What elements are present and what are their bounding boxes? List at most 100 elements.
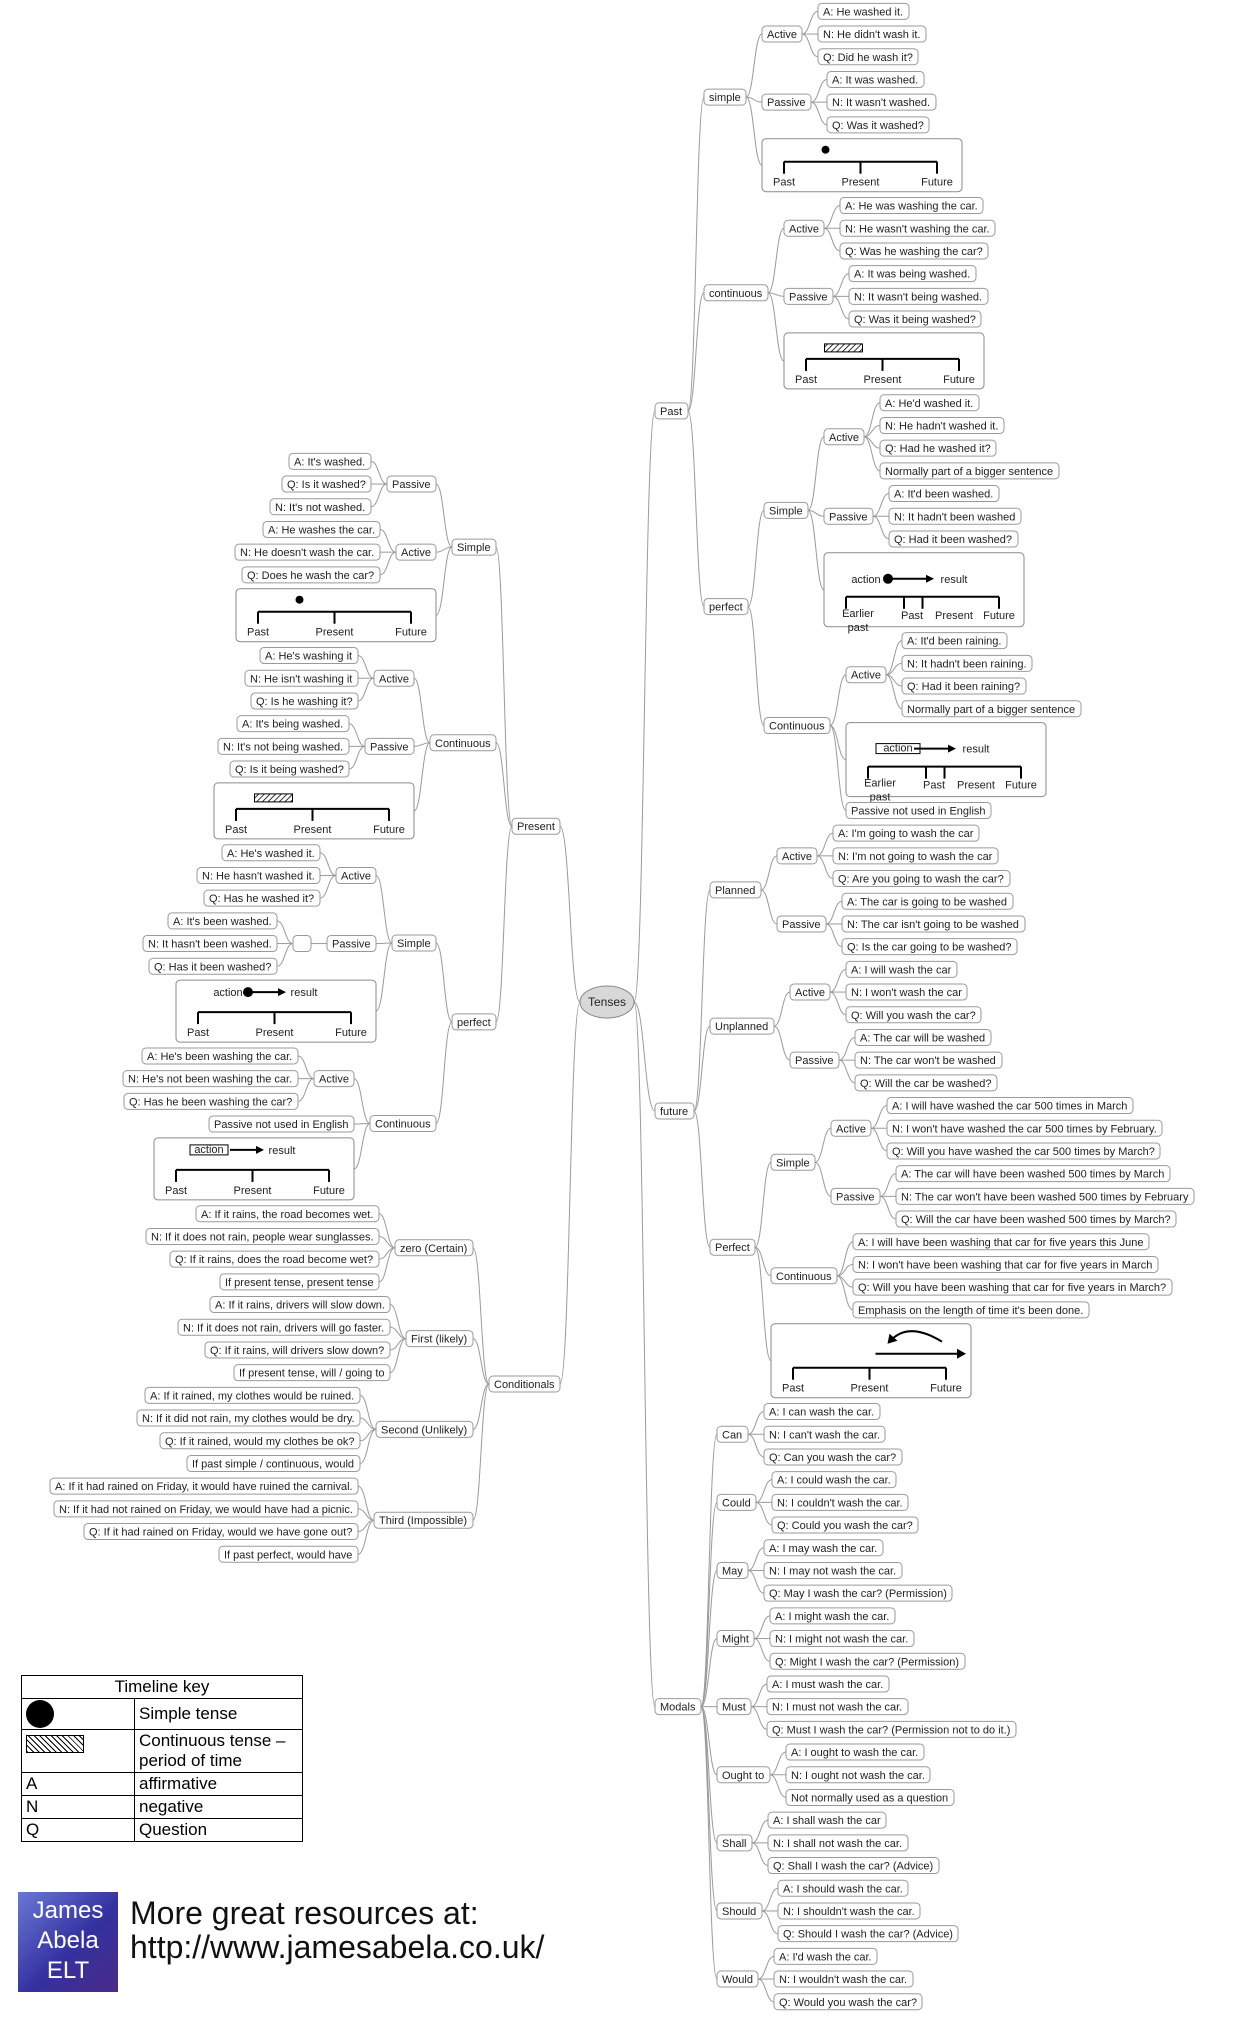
logo-line: ELT — [46, 1957, 90, 1984]
node-n-the-car-won-t-be-washed: N: The car won't be washed — [854, 1051, 1003, 1069]
connector — [879, 1173, 897, 1197]
node-label: Unplanned — [715, 1021, 768, 1033]
node-box — [262, 520, 381, 538]
node-box — [763, 1425, 886, 1443]
node-box — [221, 844, 321, 862]
node-a-the-car-will-be-washed: A: The car will be washed — [854, 1028, 992, 1046]
node-a-he-washed-it: A: He washed it. — [817, 2, 910, 20]
node-a-he-s-washed-it: A: He's washed it. — [221, 844, 321, 862]
connector — [754, 1246, 772, 1277]
node-label: Q: Had he washed it? — [885, 443, 991, 455]
connector — [687, 96, 705, 412]
connector — [378, 1213, 396, 1249]
node-label: Passive — [370, 741, 409, 753]
connector — [413, 742, 431, 747]
node-box — [229, 760, 350, 778]
node-label: A: I'd wash the car. — [779, 1951, 872, 1963]
node-q-was-it-washed: Q: Was it washed? — [826, 116, 930, 134]
node-label: Q: Had it been raining? — [907, 681, 1020, 693]
node-label: Q: If it had rained on Friday, would we … — [89, 1527, 352, 1539]
node-label: Would — [722, 1974, 753, 1986]
connector — [801, 10, 819, 35]
node-box — [830, 1187, 881, 1205]
node-label: N: I won't have been washing that car fo… — [858, 1259, 1152, 1271]
node-box — [186, 1454, 361, 1472]
node-n-the-car-isn-t-going-to-be-washed: N: The car isn't going to be washed — [841, 915, 1026, 933]
node-box — [244, 669, 359, 687]
root-label: Tenses — [588, 995, 626, 1009]
node-label: N: The car won't have been washed 500 ti… — [901, 1191, 1189, 1203]
node-n-he-hasn-t-washed-it: N: He hasn't washed it. — [196, 866, 321, 884]
node-label: Active — [836, 1123, 866, 1135]
node-label: First (likely) — [411, 1334, 467, 1346]
node-label: A: He's been washing the car. — [147, 1051, 292, 1063]
node-active: Active — [823, 428, 865, 446]
node-a-it-was-washed: A: It was washed. — [826, 70, 925, 88]
node-label: Continuous — [435, 738, 491, 750]
connector — [832, 273, 850, 297]
node-label: N: The car isn't going to be washed — [847, 919, 1019, 931]
connector — [495, 742, 513, 827]
connector — [838, 1036, 856, 1061]
node-label: Shall — [722, 1838, 746, 1850]
connector — [348, 745, 366, 770]
node-q-if-it-rained-would-my-clothes-be-ok: Q: If it rained, would my clothes be ok? — [159, 1432, 361, 1450]
node-label: Passive — [392, 479, 431, 491]
node-box — [879, 462, 1060, 480]
node-a-he-washes-the-car: A: He washes the car. — [262, 520, 381, 538]
node-continuous: continuous — [703, 284, 769, 302]
connector — [633, 410, 656, 1003]
node-box — [83, 1523, 359, 1541]
node-a-he-was-washing-the-car: A: He was washing the car. — [839, 197, 984, 215]
connector — [863, 424, 881, 438]
connector — [435, 1021, 453, 1124]
node-label: Simple — [769, 505, 803, 517]
node-label: Planned — [715, 885, 755, 897]
node-label: N: I might not wash the car. — [775, 1634, 908, 1646]
node-might: Might — [716, 1630, 755, 1648]
node-box — [783, 219, 825, 237]
node-passive-not-used-in-english: Passive not used in English — [845, 801, 992, 819]
james-abela-logo[interactable]: James Abela ELT — [18, 1892, 118, 1992]
node-active: Active — [373, 669, 415, 687]
node-a-it-s-being-washed: A: It's being washed. — [236, 715, 350, 733]
connector — [769, 1774, 787, 1798]
connector — [836, 1263, 854, 1277]
hatch-icon — [26, 1735, 84, 1753]
node-n-if-it-did-not-rain-my-clothes-would-be-dry: N: If it did not rain, my clothes would … — [136, 1409, 361, 1427]
node-label: perfect — [457, 1017, 491, 1029]
node-box — [209, 1296, 391, 1314]
node-label: Passive — [789, 291, 828, 303]
node-box — [391, 934, 437, 952]
node-n-i-may-not-wash-the-car: N: I may not wash the car. — [763, 1561, 903, 1579]
node-label: A: I might wash the car. — [775, 1611, 889, 1623]
key-symbol: A — [21, 1772, 135, 1796]
node-label: Emphasis on the length of time it's been… — [858, 1305, 1083, 1317]
connectors — [276, 10, 903, 2003]
node-n-it-hadn-t-been-raining: N: It hadn't been raining. — [901, 654, 1033, 672]
timeline-future-label: Future — [930, 1383, 962, 1395]
node-label: Passive — [829, 511, 868, 523]
node-active: Active — [313, 1070, 355, 1088]
node-q-if-it-had-rained-on-friday-would-we-have-gone-out: Q: If it had rained on Friday, would we … — [83, 1523, 359, 1541]
node-n-if-it-does-not-rain-people-wear-sunglasses: N: If it does not rain, people wear sung… — [145, 1227, 380, 1245]
connector — [814, 1161, 832, 1197]
node-label: Passive — [782, 919, 821, 931]
connector — [357, 655, 375, 679]
node-q-was-he-washing-the-car: Q: Was he washing the car? — [839, 242, 989, 260]
timeline-key: Timeline key Simple tense Continuous ten… — [21, 1675, 303, 1842]
connector — [745, 96, 763, 103]
website-link[interactable]: http://www.jamesabela.co.uk/ — [130, 1929, 545, 1965]
node-label: If past simple / continuous, would — [192, 1458, 354, 1470]
timeline-present-label: Present — [256, 1027, 294, 1039]
node-label: Active — [767, 29, 797, 41]
node-n-i-ought-not-wash-the-car: N: I ought not wash the car. — [785, 1766, 931, 1784]
connector — [379, 528, 397, 553]
node-n-i-won-t-have-been-washing-that-car-for-five-years-in-march: N: I won't have been washing that car fo… — [852, 1255, 1159, 1273]
node-box — [773, 1993, 923, 2011]
node-label: Passive — [836, 1191, 875, 1203]
node-label: N: It hasn't been washed. — [148, 939, 272, 951]
node-label: A: He's washing it — [265, 651, 352, 663]
timeline-present-label: Present — [957, 780, 995, 792]
